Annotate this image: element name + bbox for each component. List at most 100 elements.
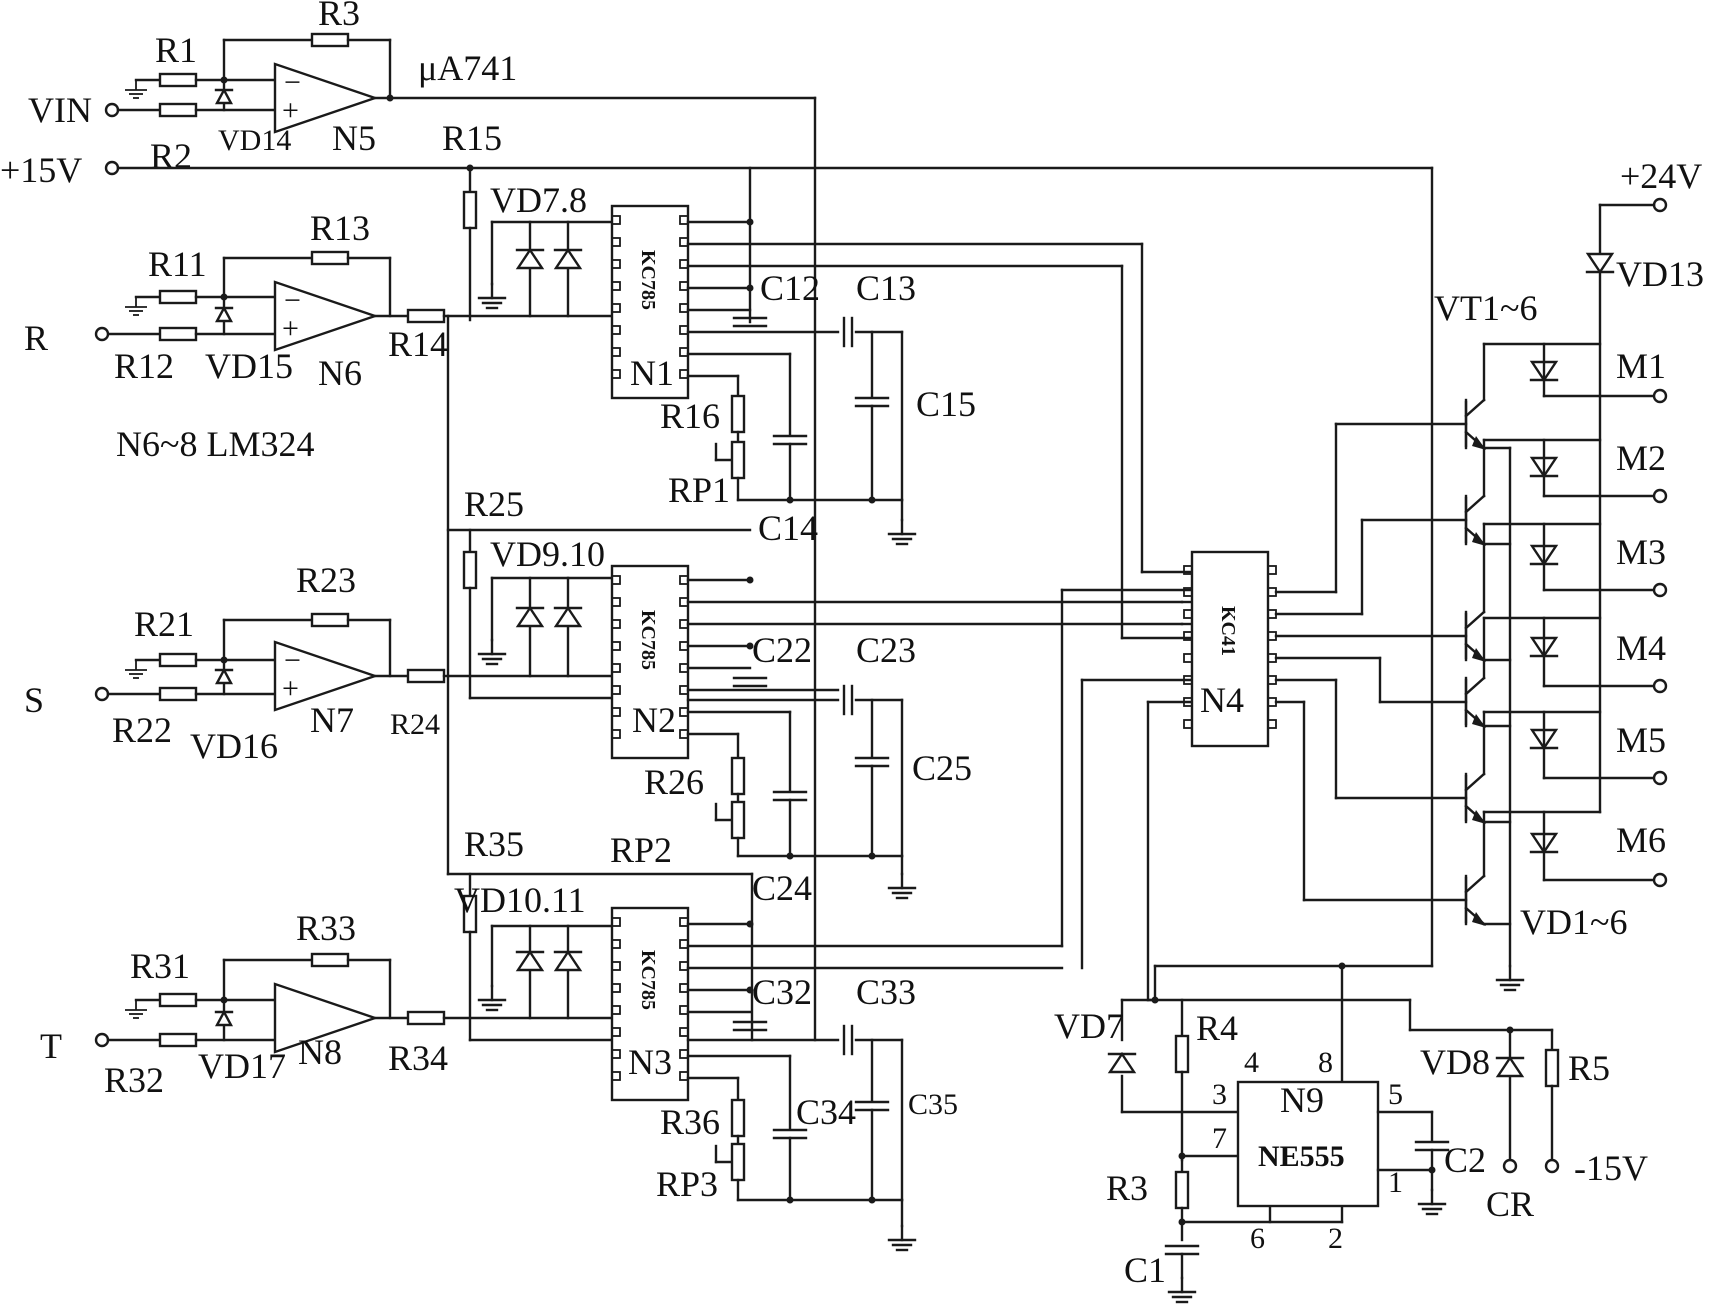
- r31-ground-icon: [124, 999, 148, 1019]
- c34-label: C34: [796, 1092, 856, 1132]
- vd8-diode-icon: [553, 248, 583, 270]
- m2-label: M2: [1616, 438, 1666, 478]
- r3-timer-resistor: [1174, 1170, 1190, 1210]
- r11-label: R11: [148, 244, 207, 284]
- r4-resistor: [1174, 1034, 1190, 1074]
- lm324-note: N6~8 LM324: [116, 424, 314, 464]
- n2-ground-icon: [887, 872, 917, 900]
- n3-ground-icon: [887, 1224, 917, 1252]
- m5-terminal[interactable]: [1652, 770, 1668, 786]
- c23-label: C23: [856, 630, 916, 670]
- n6-minus-sign: −: [284, 284, 301, 317]
- r26-label: R26: [644, 762, 704, 802]
- n5-stage: VIN − + R3 R1 R2 VD14 N5 μA741: [28, 0, 817, 1042]
- n5-plus-sign: +: [282, 94, 299, 127]
- n9-pin5-label: 5: [1388, 1078, 1403, 1111]
- n9-pin2-label: 2: [1328, 1222, 1343, 1255]
- m3-label: M3: [1616, 532, 1666, 572]
- c1-label: C1: [1124, 1250, 1166, 1290]
- vd15-zener-icon: [214, 306, 234, 323]
- r35-label: R35: [464, 824, 524, 864]
- r32-label: R32: [104, 1060, 164, 1100]
- vt-ground-icon: [1495, 964, 1525, 992]
- ne555-label: NE555: [1258, 1140, 1345, 1173]
- m1-terminal[interactable]: [1652, 388, 1668, 404]
- n1-diode-ground-icon: [477, 282, 507, 310]
- r12-label: R12: [114, 346, 174, 386]
- m15v-terminal[interactable]: [1544, 1158, 1560, 1174]
- vin-terminal[interactable]: [104, 102, 120, 118]
- vd9-10-label: VD9.10: [490, 534, 605, 574]
- vd8-diode-icon: [1495, 1056, 1525, 1078]
- c13-capacitor: [842, 316, 854, 348]
- cr-terminal[interactable]: [1502, 1158, 1518, 1174]
- vd13-diode-icon: [1585, 252, 1615, 274]
- r-terminal[interactable]: [94, 326, 110, 342]
- r33-label: R33: [296, 908, 356, 948]
- n1-label: N1: [630, 353, 674, 393]
- c23-capacitor: [842, 684, 854, 716]
- rp2-potentiometer[interactable]: [730, 800, 746, 840]
- n3-kc785-label: KC785: [637, 950, 659, 1010]
- m4-terminal[interactable]: [1652, 678, 1668, 694]
- r25-resistor: [462, 550, 478, 590]
- vd7-timer-label: VD7: [1054, 1006, 1124, 1046]
- r31-resistor: [158, 992, 198, 1008]
- c22-label: C22: [752, 630, 812, 670]
- m2-terminal[interactable]: [1652, 488, 1668, 504]
- rp1-potentiometer[interactable]: [730, 440, 746, 480]
- vd10b-diode-icon: [515, 950, 545, 972]
- vd9-diode-icon: [515, 606, 545, 628]
- n6-label: N6: [318, 353, 362, 393]
- c15-label: C15: [916, 384, 976, 424]
- r1-label: R1: [155, 30, 197, 70]
- c12-label: C12: [760, 268, 820, 308]
- vd17-label: VD17: [198, 1046, 286, 1086]
- n1-kc785-label: KC785: [637, 250, 659, 310]
- m5-label: M5: [1616, 720, 1666, 760]
- r13-label: R13: [310, 208, 370, 248]
- p24v-label: +24V: [1620, 156, 1702, 196]
- n7-plus-sign: +: [282, 672, 299, 705]
- c13-label: C13: [856, 268, 916, 308]
- r36-resistor: [730, 1098, 746, 1138]
- p15v-terminal[interactable]: [104, 160, 120, 176]
- m3-terminal[interactable]: [1652, 582, 1668, 598]
- r24-resistor: [406, 668, 446, 684]
- t-terminal[interactable]: [94, 1032, 110, 1048]
- p24v-terminal[interactable]: [1652, 197, 1668, 213]
- vt6-transistor-icon: [1464, 874, 1488, 928]
- r2-resistor: [158, 102, 198, 118]
- n9-pin1-label: 1: [1388, 1166, 1403, 1199]
- c2-label: C2: [1444, 1140, 1486, 1180]
- r11-ground-icon: [124, 296, 148, 316]
- vd7-8-label: VD7.8: [490, 180, 587, 220]
- n5-label: N5: [332, 118, 376, 158]
- c2-ground-icon: [1417, 1188, 1447, 1216]
- r16-resistor: [730, 394, 746, 434]
- r5-label: R5: [1568, 1048, 1610, 1088]
- rp1-label: RP1: [668, 470, 730, 510]
- r15-label: R15: [442, 118, 502, 158]
- vd1-6-label: VD1~6: [1520, 902, 1627, 942]
- r34-label: R34: [388, 1038, 448, 1078]
- r21-ground-icon: [124, 659, 148, 679]
- n9-pin7-label: 7: [1212, 1122, 1227, 1155]
- r2-label: R2: [150, 136, 192, 176]
- vd8-label: VD8: [1420, 1042, 1490, 1082]
- r24-label: R24: [390, 708, 440, 741]
- r23-label: R23: [296, 560, 356, 600]
- r4-label: R4: [1196, 1008, 1238, 1048]
- r15-resistor: [462, 190, 478, 230]
- s-terminal[interactable]: [94, 686, 110, 702]
- n9-ic: [1236, 1080, 1380, 1208]
- rp3-potentiometer[interactable]: [730, 1142, 746, 1182]
- m6-terminal[interactable]: [1652, 872, 1668, 888]
- n5-minus-sign: −: [284, 66, 301, 99]
- r26-resistor: [730, 756, 746, 796]
- n3-ic: [610, 906, 690, 1102]
- r11-resistor: [158, 289, 198, 305]
- vd15-label: VD15: [205, 346, 293, 386]
- c32-label: C32: [752, 972, 812, 1012]
- c35-label: C35: [908, 1088, 958, 1121]
